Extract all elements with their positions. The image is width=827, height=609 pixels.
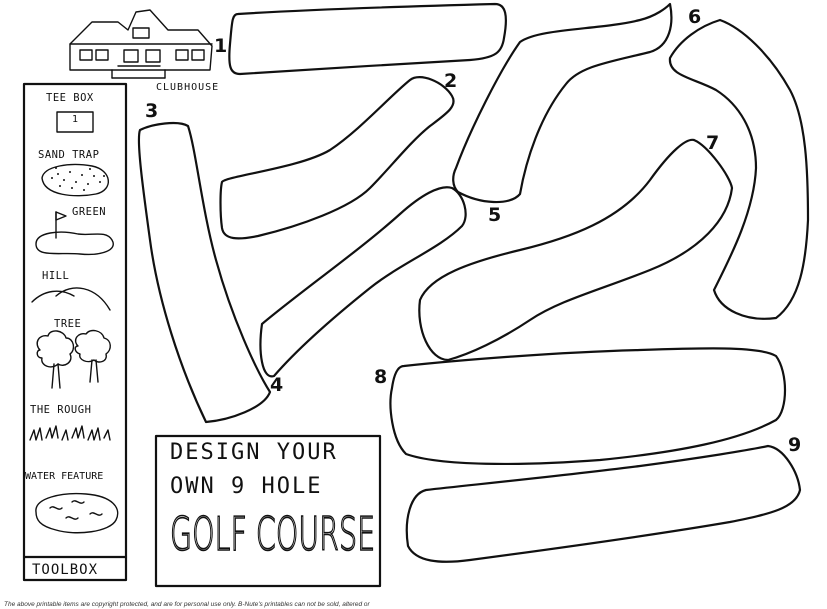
hole-number-3: 3 bbox=[145, 100, 159, 122]
hole-4-fairway bbox=[259, 186, 467, 378]
tree-icon bbox=[36, 329, 111, 389]
copyright-notice: The above printable items are copyright … bbox=[4, 601, 370, 608]
title-line-2: OWN 9 HOLE bbox=[170, 474, 323, 499]
clubhouse-icon bbox=[69, 9, 213, 79]
hole-number-9: 9 bbox=[788, 434, 802, 456]
rough-grass-icon bbox=[29, 425, 111, 441]
toolbox-label-green: GREEN bbox=[72, 206, 107, 218]
hole-5-fairway bbox=[452, 2, 673, 204]
hole-2-fairway bbox=[219, 76, 455, 240]
hole-3-fairway bbox=[137, 121, 272, 424]
toolbox-label-water-feature: WATER FEATURE bbox=[25, 471, 104, 482]
hole-number-8: 8 bbox=[374, 366, 388, 388]
title-line-3: GOLF COURSE bbox=[170, 506, 376, 562]
toolbox-label-hill: HILL bbox=[42, 270, 70, 282]
hole-number-7: 7 bbox=[706, 132, 720, 154]
toolbox-label-tee-box: TEE BOX bbox=[46, 92, 94, 104]
title-line-1: DESIGN YOUR bbox=[170, 440, 338, 465]
clubhouse-label: CLUBHOUSE bbox=[156, 82, 220, 93]
hole-8-fairway bbox=[389, 347, 786, 466]
hole-number-2: 2 bbox=[444, 70, 458, 92]
toolbox-label-tree: TREE bbox=[54, 318, 82, 330]
hole-number-1: 1 bbox=[214, 35, 228, 57]
hole-number-5: 5 bbox=[488, 204, 502, 226]
tee-box-number: 1 bbox=[72, 114, 79, 125]
tee-box-icon bbox=[56, 111, 94, 133]
toolbox-label-sand-trap: SAND TRAP bbox=[38, 149, 100, 161]
title-box bbox=[154, 434, 382, 588]
toolbox-label-the-rough: THE ROUGH bbox=[30, 404, 92, 416]
hole-number-4: 4 bbox=[270, 374, 284, 396]
hole-9-fairway bbox=[405, 444, 802, 563]
hill-icon bbox=[31, 287, 111, 311]
toolbox-footer-label: TOOLBOX bbox=[32, 562, 99, 578]
hole-number-6: 6 bbox=[688, 6, 702, 28]
hole-7-fairway bbox=[418, 138, 734, 362]
water-feature-icon bbox=[35, 492, 119, 534]
toolbox-frame bbox=[22, 82, 128, 582]
green-flag-icon bbox=[35, 211, 114, 256]
hole-1-fairway bbox=[228, 2, 507, 76]
sand-trap-icon bbox=[41, 163, 109, 197]
hole-6-fairway bbox=[668, 18, 810, 320]
